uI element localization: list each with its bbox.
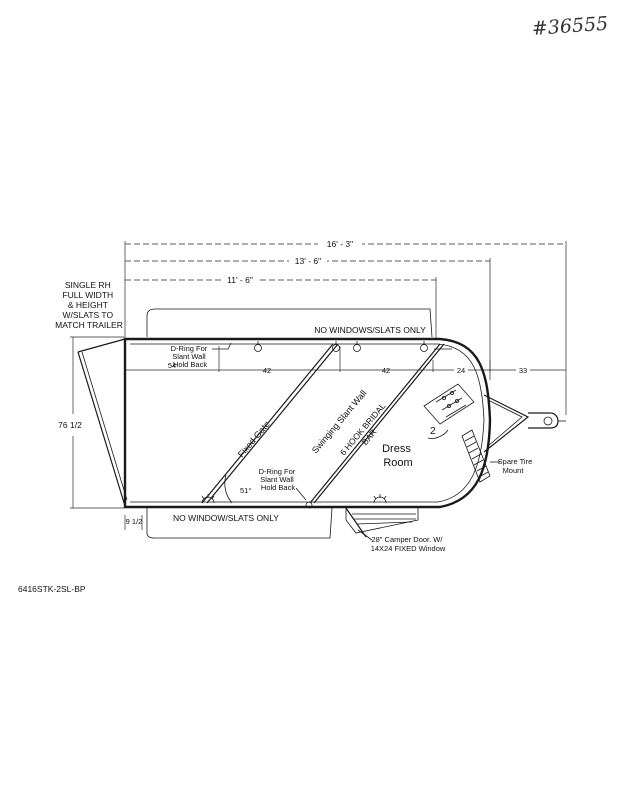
trailer-inner-wall bbox=[130, 343, 485, 503]
camper-door-note: 28" Camper Door. W/ 14X24 FIXED Window bbox=[371, 535, 446, 553]
rear-gate-top bbox=[77, 338, 126, 353]
segment-33-label: 33 bbox=[519, 366, 527, 375]
rear-door-note: SINGLE RH FULL WIDTH & HEIGHT W/SLATS TO… bbox=[55, 280, 123, 330]
light-fixtures bbox=[201, 494, 387, 504]
bottom-window-note: NO WINDOW/SLATS ONLY bbox=[173, 513, 279, 523]
segment-54-label: 54 bbox=[168, 361, 176, 370]
angle-arc bbox=[224, 474, 233, 504]
segment-dimensions: 54 42 42 24 33 bbox=[125, 346, 566, 375]
d-ring-marker bbox=[305, 501, 313, 509]
rear-gate-swing bbox=[77, 351, 126, 507]
swinging-wall-label: Swinging Slant Wall bbox=[310, 388, 369, 455]
trailer-outline bbox=[77, 337, 492, 509]
overall-length-dimension: 16' - 3" bbox=[124, 238, 567, 415]
spare-tire-mount bbox=[461, 429, 491, 483]
width-offset-label: 9 1/2 bbox=[126, 517, 143, 526]
swinging-slant-wall bbox=[309, 343, 452, 504]
model-code: 6416STK-2SL-BP bbox=[18, 584, 86, 594]
height-label: 76 1/2 bbox=[58, 420, 82, 430]
handwritten-stock-number: #36555 bbox=[531, 13, 609, 40]
hitch-frame bbox=[483, 394, 566, 453]
body-length-dimension: 13' - 6" bbox=[125, 255, 491, 380]
width-offset-dimension: 9 1/2 bbox=[124, 515, 143, 530]
dring-note-bottom: D-Ring For Slant Wall Hold Back bbox=[259, 467, 298, 492]
dring-note-top: D-Ring For Slant Wall Hold Back bbox=[171, 344, 210, 369]
height-dimension: 76 1/2 bbox=[58, 336, 124, 509]
fixed-gate bbox=[201, 343, 339, 504]
hitch-number: 2 bbox=[430, 425, 436, 437]
fixed-gate-label: Fixed Gate bbox=[236, 419, 272, 459]
wall-hooks bbox=[254, 341, 428, 352]
dress-room-label: Dress Room bbox=[382, 443, 414, 469]
camper-door bbox=[345, 507, 419, 541]
angle-label: 51° bbox=[240, 486, 251, 495]
trailer-body bbox=[123, 337, 492, 509]
segment-42b-label: 42 bbox=[382, 366, 390, 375]
bottom-slat-box bbox=[146, 507, 333, 539]
tack-box bbox=[423, 383, 475, 425]
floor-length-label: 11' - 6" bbox=[227, 275, 253, 285]
floor-length-dimension: 11' - 6" bbox=[125, 274, 437, 338]
spare-tire-label: Spare Tire Mount bbox=[498, 457, 535, 475]
body-length-label: 13' - 6" bbox=[295, 256, 321, 266]
top-slat-box bbox=[146, 308, 433, 338]
top-windows-note: NO WINDOWS/SLATS ONLY bbox=[314, 325, 426, 335]
segment-42a-label: 42 bbox=[263, 366, 271, 375]
overall-length-label: 16' - 3" bbox=[327, 239, 353, 249]
segment-24-label: 24 bbox=[457, 366, 465, 375]
